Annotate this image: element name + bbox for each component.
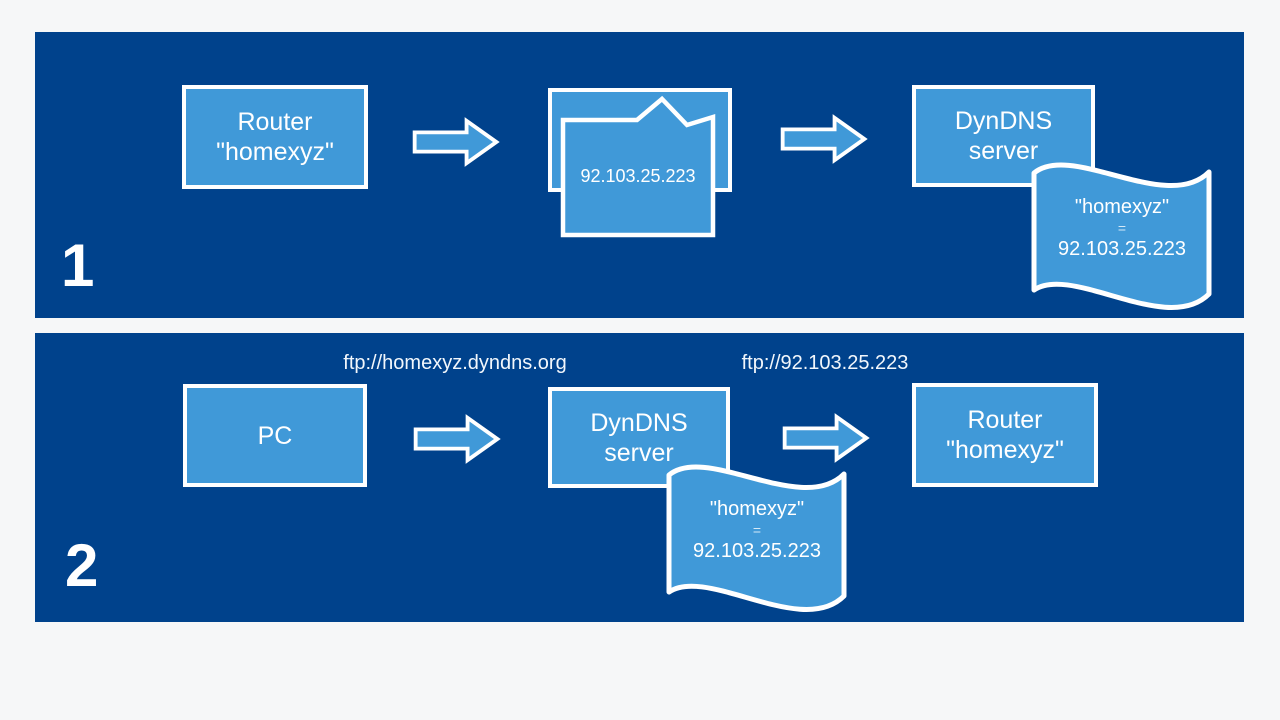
banner-hostname: "homexyz"	[1074, 196, 1170, 218]
pc-label: PC	[257, 421, 293, 450]
router-node: Router "homexyz"	[182, 85, 368, 189]
right-arrow-icon	[782, 413, 870, 463]
right-arrow-icon	[412, 117, 500, 167]
banner-ip: 92.103.25.223	[693, 540, 821, 562]
dyndns-label-line1: DynDNS	[590, 408, 688, 437]
ip-note-front-page: 92.103.25.223	[558, 94, 718, 240]
router-label-line1: Router	[237, 108, 313, 136]
banner-equals: =	[752, 522, 762, 538]
wave-banner-icon: "homexyz" = 92.103.25.223	[1031, 146, 1213, 321]
ip-note-text: 92.103.25.223	[580, 166, 696, 186]
url-label-ip: ftp://92.103.25.223	[741, 352, 909, 374]
router-label-line2: "homexyz"	[216, 138, 334, 166]
router-label-line2: "homexyz"	[946, 436, 1064, 464]
pc-node: PC	[183, 384, 367, 487]
banner-mapping-text: "homexyz" = 92.103.25.223	[1031, 196, 1213, 260]
router-label-line1: Router	[967, 406, 1043, 434]
dyndns-label-line2: server	[604, 438, 674, 467]
dyndns-label-line2: server	[968, 137, 1039, 165]
panel-step-2: 2 ftp://homexyz.dyndns.org ftp://92.103.…	[35, 333, 1244, 622]
dyndns-label-line1: DynDNS	[954, 107, 1053, 135]
banner-ip: 92.103.25.223	[1058, 238, 1186, 260]
url-label-dyndns: ftp://homexyz.dyndns.org	[343, 352, 567, 374]
right-arrow-icon	[413, 414, 501, 464]
banner-mapping-text: "homexyz" = 92.103.25.223	[666, 498, 848, 562]
step-2-number: 2	[65, 532, 99, 599]
right-arrow-icon	[780, 114, 868, 164]
panel-step-1: 1 Router "homexyz" 92.103.25.223 DynDNS …	[35, 32, 1244, 318]
banner-hostname: "homexyz"	[709, 498, 805, 520]
router-node: Router "homexyz"	[912, 383, 1098, 487]
banner-equals: =	[1117, 220, 1127, 236]
step-1-number: 1	[61, 232, 95, 299]
wave-banner-icon: "homexyz" = 92.103.25.223	[666, 448, 848, 623]
